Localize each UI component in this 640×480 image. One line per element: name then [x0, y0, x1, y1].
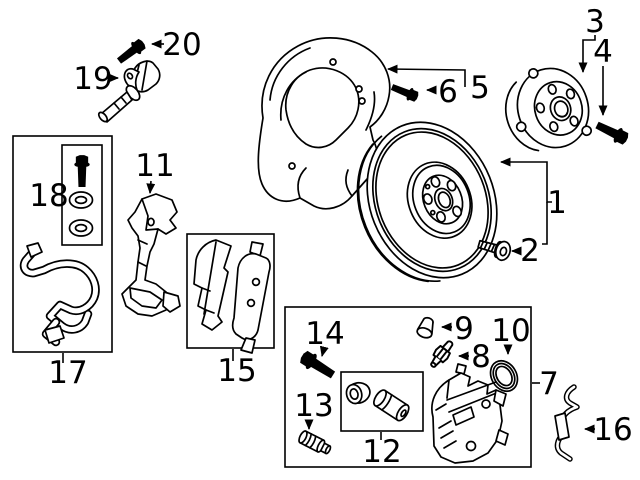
callout-12[interactable]: 12 [362, 434, 401, 470]
brake-pad-set[interactable] [193, 239, 271, 354]
abs-wheel-speed-sensor[interactable] [97, 60, 161, 123]
box-group-18 [61, 144, 103, 246]
callout-19[interactable]: 19 [73, 61, 112, 97]
brake-rotor[interactable] [335, 103, 520, 302]
callout-6[interactable]: 6 [438, 74, 458, 110]
box-group-7 [284, 306, 532, 468]
leader-11 [146, 180, 156, 194]
callout-16[interactable]: 16 [593, 412, 632, 448]
guide-pin[interactable] [297, 430, 332, 456]
callout-18[interactable]: 18 [29, 178, 68, 214]
guide-pin-bolt[interactable] [297, 348, 338, 383]
wheel-hub-bearing[interactable] [495, 56, 599, 161]
caliper-mount-bracket[interactable] [121, 193, 181, 317]
bleeder-screw[interactable] [427, 338, 457, 371]
callout-3[interactable]: 3 [585, 4, 605, 40]
leader-3 [578, 35, 596, 73]
brake-splash-shield[interactable] [257, 37, 391, 210]
callout-10[interactable]: 10 [491, 313, 530, 349]
callout-13[interactable]: 13 [294, 388, 333, 424]
box-group-15 [186, 233, 275, 349]
leader-1 [500, 157, 552, 203]
callout-17[interactable]: 17 [48, 355, 87, 391]
callout-20[interactable]: 20 [162, 27, 201, 63]
callout-2[interactable]: 2 [520, 233, 540, 269]
brake-caliper[interactable] [431, 363, 509, 464]
hose-bracket-clip[interactable] [19, 242, 100, 347]
bleeder-screw-cap[interactable] [416, 316, 436, 340]
box-group-17 [12, 135, 113, 353]
anti-rattle-spring-clip[interactable] [554, 384, 580, 462]
callout-8[interactable]: 8 [471, 339, 491, 375]
callout-15[interactable]: 15 [217, 353, 256, 389]
rotor-set-screw[interactable] [476, 235, 512, 262]
callout-5[interactable]: 5 [470, 70, 490, 106]
shield-bolt[interactable] [389, 80, 421, 104]
leader-14 [319, 345, 329, 357]
leader-1b [542, 202, 548, 245]
callout-4[interactable]: 4 [593, 34, 613, 70]
box-group-12 [340, 371, 424, 432]
callout-7[interactable]: 7 [539, 366, 559, 402]
callout-1[interactable]: 1 [547, 185, 567, 221]
bolt-and-washer-kit[interactable] [68, 155, 94, 237]
guide-pin-sleeve-kit[interactable] [344, 380, 411, 422]
piston-seal[interactable] [485, 356, 523, 396]
hub-bolt[interactable] [593, 117, 631, 147]
callout-14[interactable]: 14 [305, 316, 344, 352]
callout-9[interactable]: 9 [454, 311, 474, 347]
leader-5 [387, 64, 466, 87]
callout-11[interactable]: 11 [135, 148, 174, 184]
